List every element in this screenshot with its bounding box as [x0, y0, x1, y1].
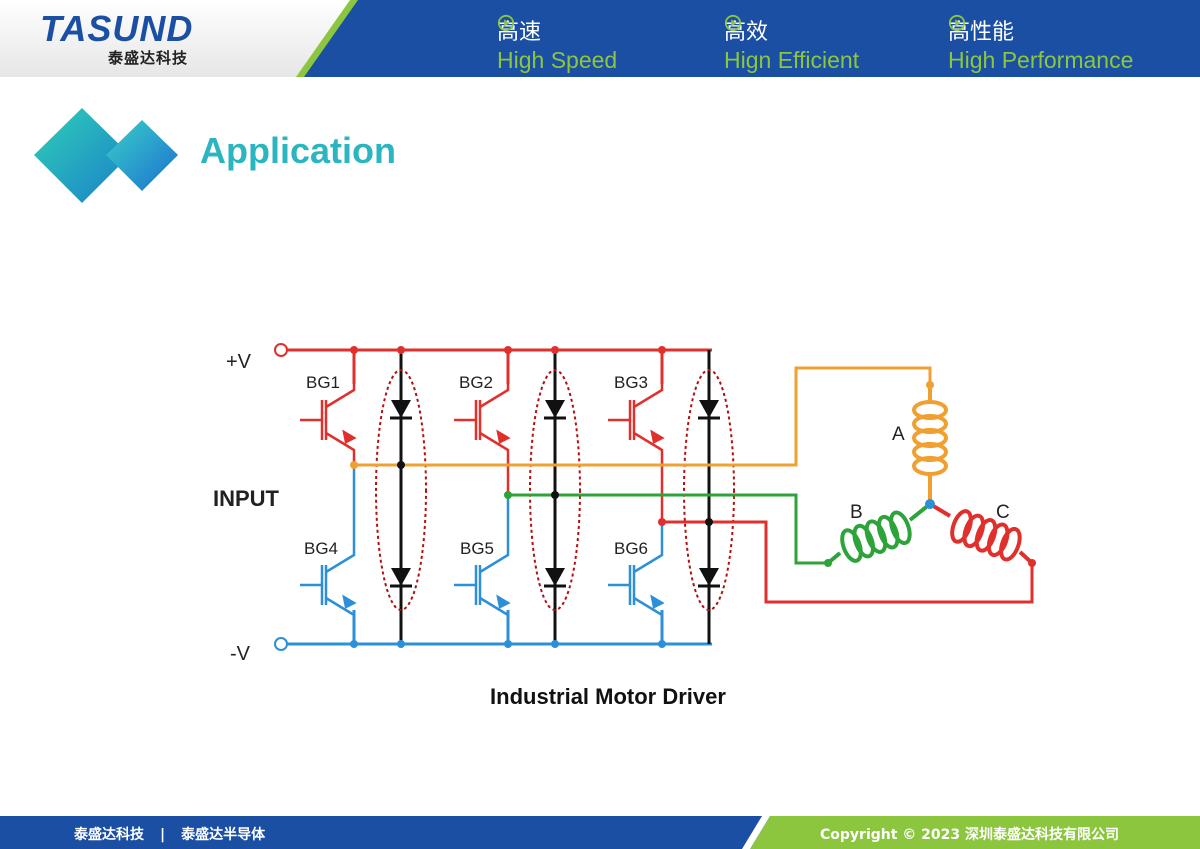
- input-label: INPUT: [213, 486, 280, 511]
- diamond-icon: [34, 108, 178, 203]
- diode-highlight-ellipses: [375, 369, 735, 611]
- positive-rail: [287, 348, 712, 384]
- page-footer: [0, 816, 1200, 849]
- bg1-label: BG1: [306, 373, 340, 392]
- plus-v-label: +V: [226, 351, 252, 373]
- footer-company-name[interactable]: 泰盛达科技: [74, 827, 144, 843]
- footer-separator: |: [160, 827, 166, 843]
- slogan-high-efficient: 高效 Hign Efficient: [724, 14, 859, 74]
- bg4-label: BG4: [304, 539, 338, 558]
- diode: [696, 566, 722, 588]
- play-circle-icon: [948, 14, 966, 32]
- phase-b-wire: [508, 493, 828, 565]
- phase-a-wire: [354, 366, 932, 467]
- diode: [542, 398, 568, 420]
- page-header: TASUND 泰盛达科技 高速 High Speed 高效 Hign Effic…: [0, 0, 1200, 77]
- footer-semiconductor-name[interactable]: 泰盛达半导体: [181, 827, 266, 843]
- diode: [696, 398, 722, 420]
- slogan-cn: 高性能: [948, 20, 1015, 45]
- diode: [388, 398, 414, 420]
- coil-c-label: C: [996, 502, 1010, 523]
- slogan-en: High Speed: [497, 47, 618, 73]
- bg6-label: BG6: [614, 539, 648, 558]
- minus-v-label: -V: [230, 643, 251, 665]
- negative-rail: [287, 610, 712, 646]
- footer-copyright: Copyright © 2023 深圳泰盛达科技有限公司: [820, 827, 1120, 843]
- diode: [388, 566, 414, 588]
- section-title: Application: [200, 130, 396, 171]
- footer-company-links: 泰盛达科技 | 泰盛达半导体: [74, 824, 265, 844]
- phase-c-wire: [662, 520, 1034, 604]
- logo-subtitle: 泰盛达科技: [108, 49, 189, 67]
- coil-a-label: A: [892, 424, 905, 445]
- slogan-en: Hign Efficient: [724, 47, 860, 73]
- coil-a: [912, 382, 948, 504]
- footer-background: [0, 816, 1200, 849]
- lower-transistors: [300, 465, 665, 618]
- slogan-high-performance: 高性能 High Performance: [948, 14, 1133, 74]
- bg3-label: BG3: [614, 373, 648, 392]
- diode: [542, 566, 568, 588]
- diagram-caption: Industrial Motor Driver: [490, 684, 726, 709]
- slogan-en: High Performance: [948, 47, 1134, 73]
- junction-dots: [350, 346, 1036, 648]
- header-background: [0, 0, 1200, 77]
- coil-b: [826, 502, 932, 565]
- bg5-label: BG5: [460, 539, 494, 558]
- play-circle-icon: [497, 14, 515, 32]
- coil-c: [928, 502, 1034, 565]
- minus-v-terminal: [274, 637, 288, 651]
- play-circle-icon: [724, 14, 742, 32]
- upper-transistors: [300, 384, 665, 522]
- plus-v-terminal: [274, 343, 288, 357]
- bg2-label: BG2: [459, 373, 493, 392]
- logo[interactable]: TASUND: [40, 8, 194, 49]
- coil-b-label: B: [850, 502, 863, 523]
- slogan-high-speed: 高速 High Speed: [497, 14, 617, 74]
